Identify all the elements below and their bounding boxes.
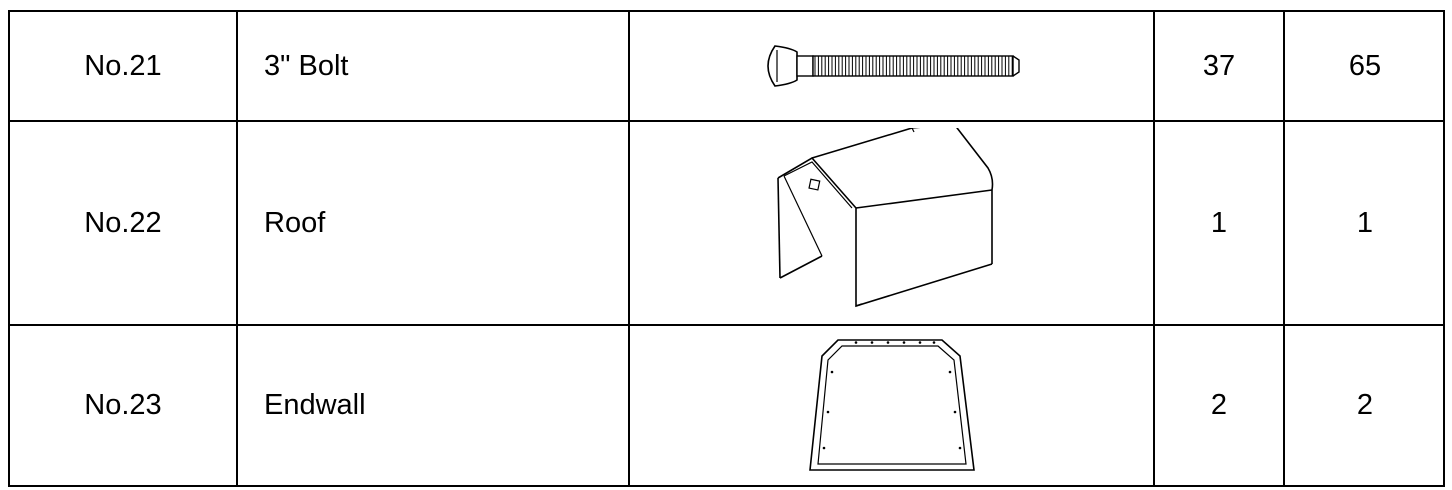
part-illustration-cell [630, 326, 1153, 485]
column-divider [236, 326, 238, 485]
column-divider [1153, 326, 1155, 485]
part-illustration-cell [630, 122, 1153, 324]
column-divider [628, 122, 630, 324]
table-row: No.23 Endwall 2 2 [10, 326, 1443, 485]
table-row: No.21 3" Bolt 37 65 [10, 12, 1443, 122]
column-divider [1283, 326, 1285, 485]
part-name: Endwall [264, 389, 366, 421]
part-number: No.22 [84, 206, 162, 239]
quantity-a: 1 [1210, 206, 1228, 239]
column-divider [236, 122, 238, 324]
part-name: 3" Bolt [264, 49, 349, 82]
quantity-a: 2 [1210, 389, 1228, 421]
column-divider [1283, 12, 1285, 120]
part-number: No.21 [84, 49, 162, 82]
column-divider [1153, 12, 1155, 120]
quantity-b: 65 [1348, 49, 1382, 82]
roof-panel-icon [776, 128, 993, 308]
parts-table: No.21 3" Bolt 37 65 No.22 Roof [8, 10, 1445, 487]
quantity-b: 2 [1356, 389, 1374, 421]
quantity-b: 1 [1356, 206, 1374, 239]
part-illustration-cell [630, 12, 1153, 120]
column-divider [1153, 122, 1155, 324]
column-divider [628, 12, 630, 120]
quantity-a: 37 [1202, 49, 1236, 82]
endwall-panel-icon [808, 338, 975, 471]
table-row: No.22 Roof 1 1 [10, 122, 1443, 326]
column-divider [236, 12, 238, 120]
column-divider [628, 326, 630, 485]
part-number: No.23 [84, 389, 162, 421]
bolt-icon [766, 45, 1020, 87]
column-divider [1283, 122, 1285, 324]
part-name: Roof [264, 206, 326, 239]
